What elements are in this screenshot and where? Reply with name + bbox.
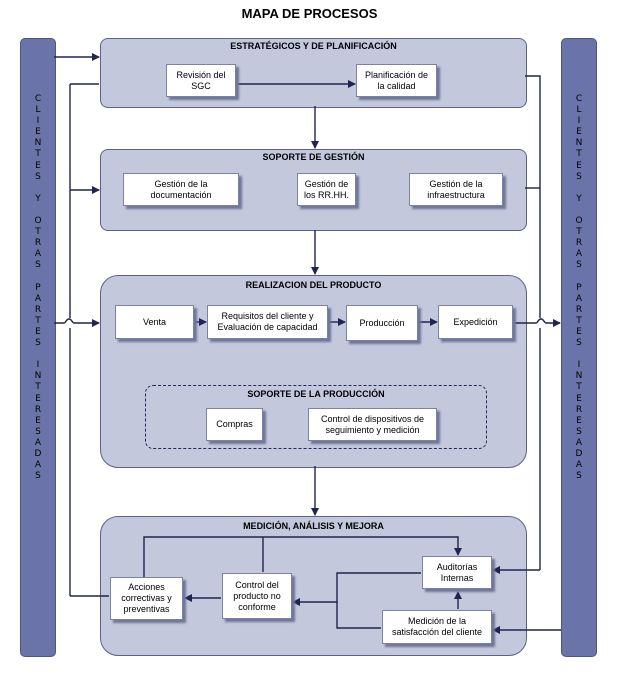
gestion-rrhh-box: Gestión de los RR.HH. bbox=[297, 173, 356, 206]
produccion-label: Producción bbox=[359, 317, 405, 328]
control-dispositivos-box: Control de dispositivos de seguimiento y… bbox=[308, 408, 437, 441]
panel-realizacion-title: REALIZACION DEL PRODUCTO bbox=[245, 280, 382, 290]
gestion-rrhh-label: Gestión de los RR.HH. bbox=[303, 178, 349, 200]
left-sidebar-clientes: C L I E N T E S Y O T R A S P A R T E S … bbox=[20, 38, 56, 657]
venta-label: Venta bbox=[142, 316, 167, 327]
requisitos-cliente-label: Requisitos del cliente y Evaluación de c… bbox=[217, 311, 318, 332]
auditorias-internas-box: Auditorías Internas bbox=[422, 556, 492, 589]
revision-sgc-box: Revisión del SGC bbox=[166, 64, 236, 97]
medicion-satisfaccion-box: Medición de la satisfacción del cliente bbox=[382, 610, 492, 644]
venta-box: Venta bbox=[115, 305, 194, 339]
compras-label: Compras bbox=[216, 419, 253, 429]
gestion-documentacion-label: Gestión de la documentación bbox=[150, 178, 212, 200]
control-dispositivos-label: Control de dispositivos de seguimiento y… bbox=[320, 413, 425, 435]
produccion-box: Producción bbox=[346, 305, 418, 341]
planificacion-calidad-label: Planificación de la calidad bbox=[364, 69, 429, 91]
gestion-infraestructura-box: Gestión de la infraestructura bbox=[409, 173, 503, 206]
acciones-correctivas-label: Acciones correctivas y preventivas bbox=[121, 582, 172, 614]
acciones-correctivas-box: Acciones correctivas y preventivas bbox=[110, 577, 183, 620]
requisitos-cliente-box: Requisitos del cliente y Evaluación de c… bbox=[207, 305, 328, 339]
right-sidebar-clientes: C L I E N T E S Y O T R A S P A R T E S … bbox=[561, 38, 597, 657]
arrow-auditorias-to-control bbox=[292, 572, 421, 606]
planificacion-calidad-box: Planificación de la calidad bbox=[356, 64, 437, 97]
soporte-produccion-title: SOPORTE DE LA PRODUCCIÓN bbox=[247, 389, 385, 399]
panel-soporte-gestion-title: SOPORTE DE GESTIÓN bbox=[262, 152, 365, 162]
page-title: MAPA DE PROCESOS bbox=[241, 6, 378, 21]
right-sidebar-label: C L I E N T E S Y O T R A S P A R T E S … bbox=[575, 94, 583, 482]
medicion-satisfaccion-label: Medición de la satisfacción del cliente bbox=[391, 616, 483, 637]
control-producto-box: Control del producto no conforme bbox=[222, 573, 292, 619]
revision-sgc-label: Revisión del SGC bbox=[176, 69, 226, 91]
left-sidebar-label: C L I E N T E S Y O T R A S P A R T E S … bbox=[34, 94, 42, 482]
compras-box: Compras bbox=[206, 408, 263, 441]
gestion-infraestructura-label: Gestión de la infraestructura bbox=[427, 178, 485, 200]
panel-estrategicos-title: ESTRATÉGICOS Y DE PLANIFICACIÓN bbox=[230, 41, 397, 51]
control-producto-label: Control del producto no conforme bbox=[233, 579, 281, 612]
panel-medicion-title: MEDICIÓN, ANÁLISIS Y MEJORA bbox=[243, 521, 384, 531]
expedicion-box: Expedición bbox=[438, 305, 513, 339]
gestion-documentacion-box: Gestión de la documentación bbox=[123, 173, 239, 206]
arrow-expedicion-to-right bbox=[513, 318, 561, 327]
expedicion-label: Expedición bbox=[453, 316, 498, 327]
auditorias-internas-label: Auditorías Internas bbox=[436, 561, 478, 583]
soporte-produccion-group: SOPORTE DE LA PRODUCCIÓN bbox=[145, 385, 487, 449]
arrow-left-to-realizacion bbox=[54, 318, 100, 327]
loop-top bbox=[143, 536, 462, 577]
